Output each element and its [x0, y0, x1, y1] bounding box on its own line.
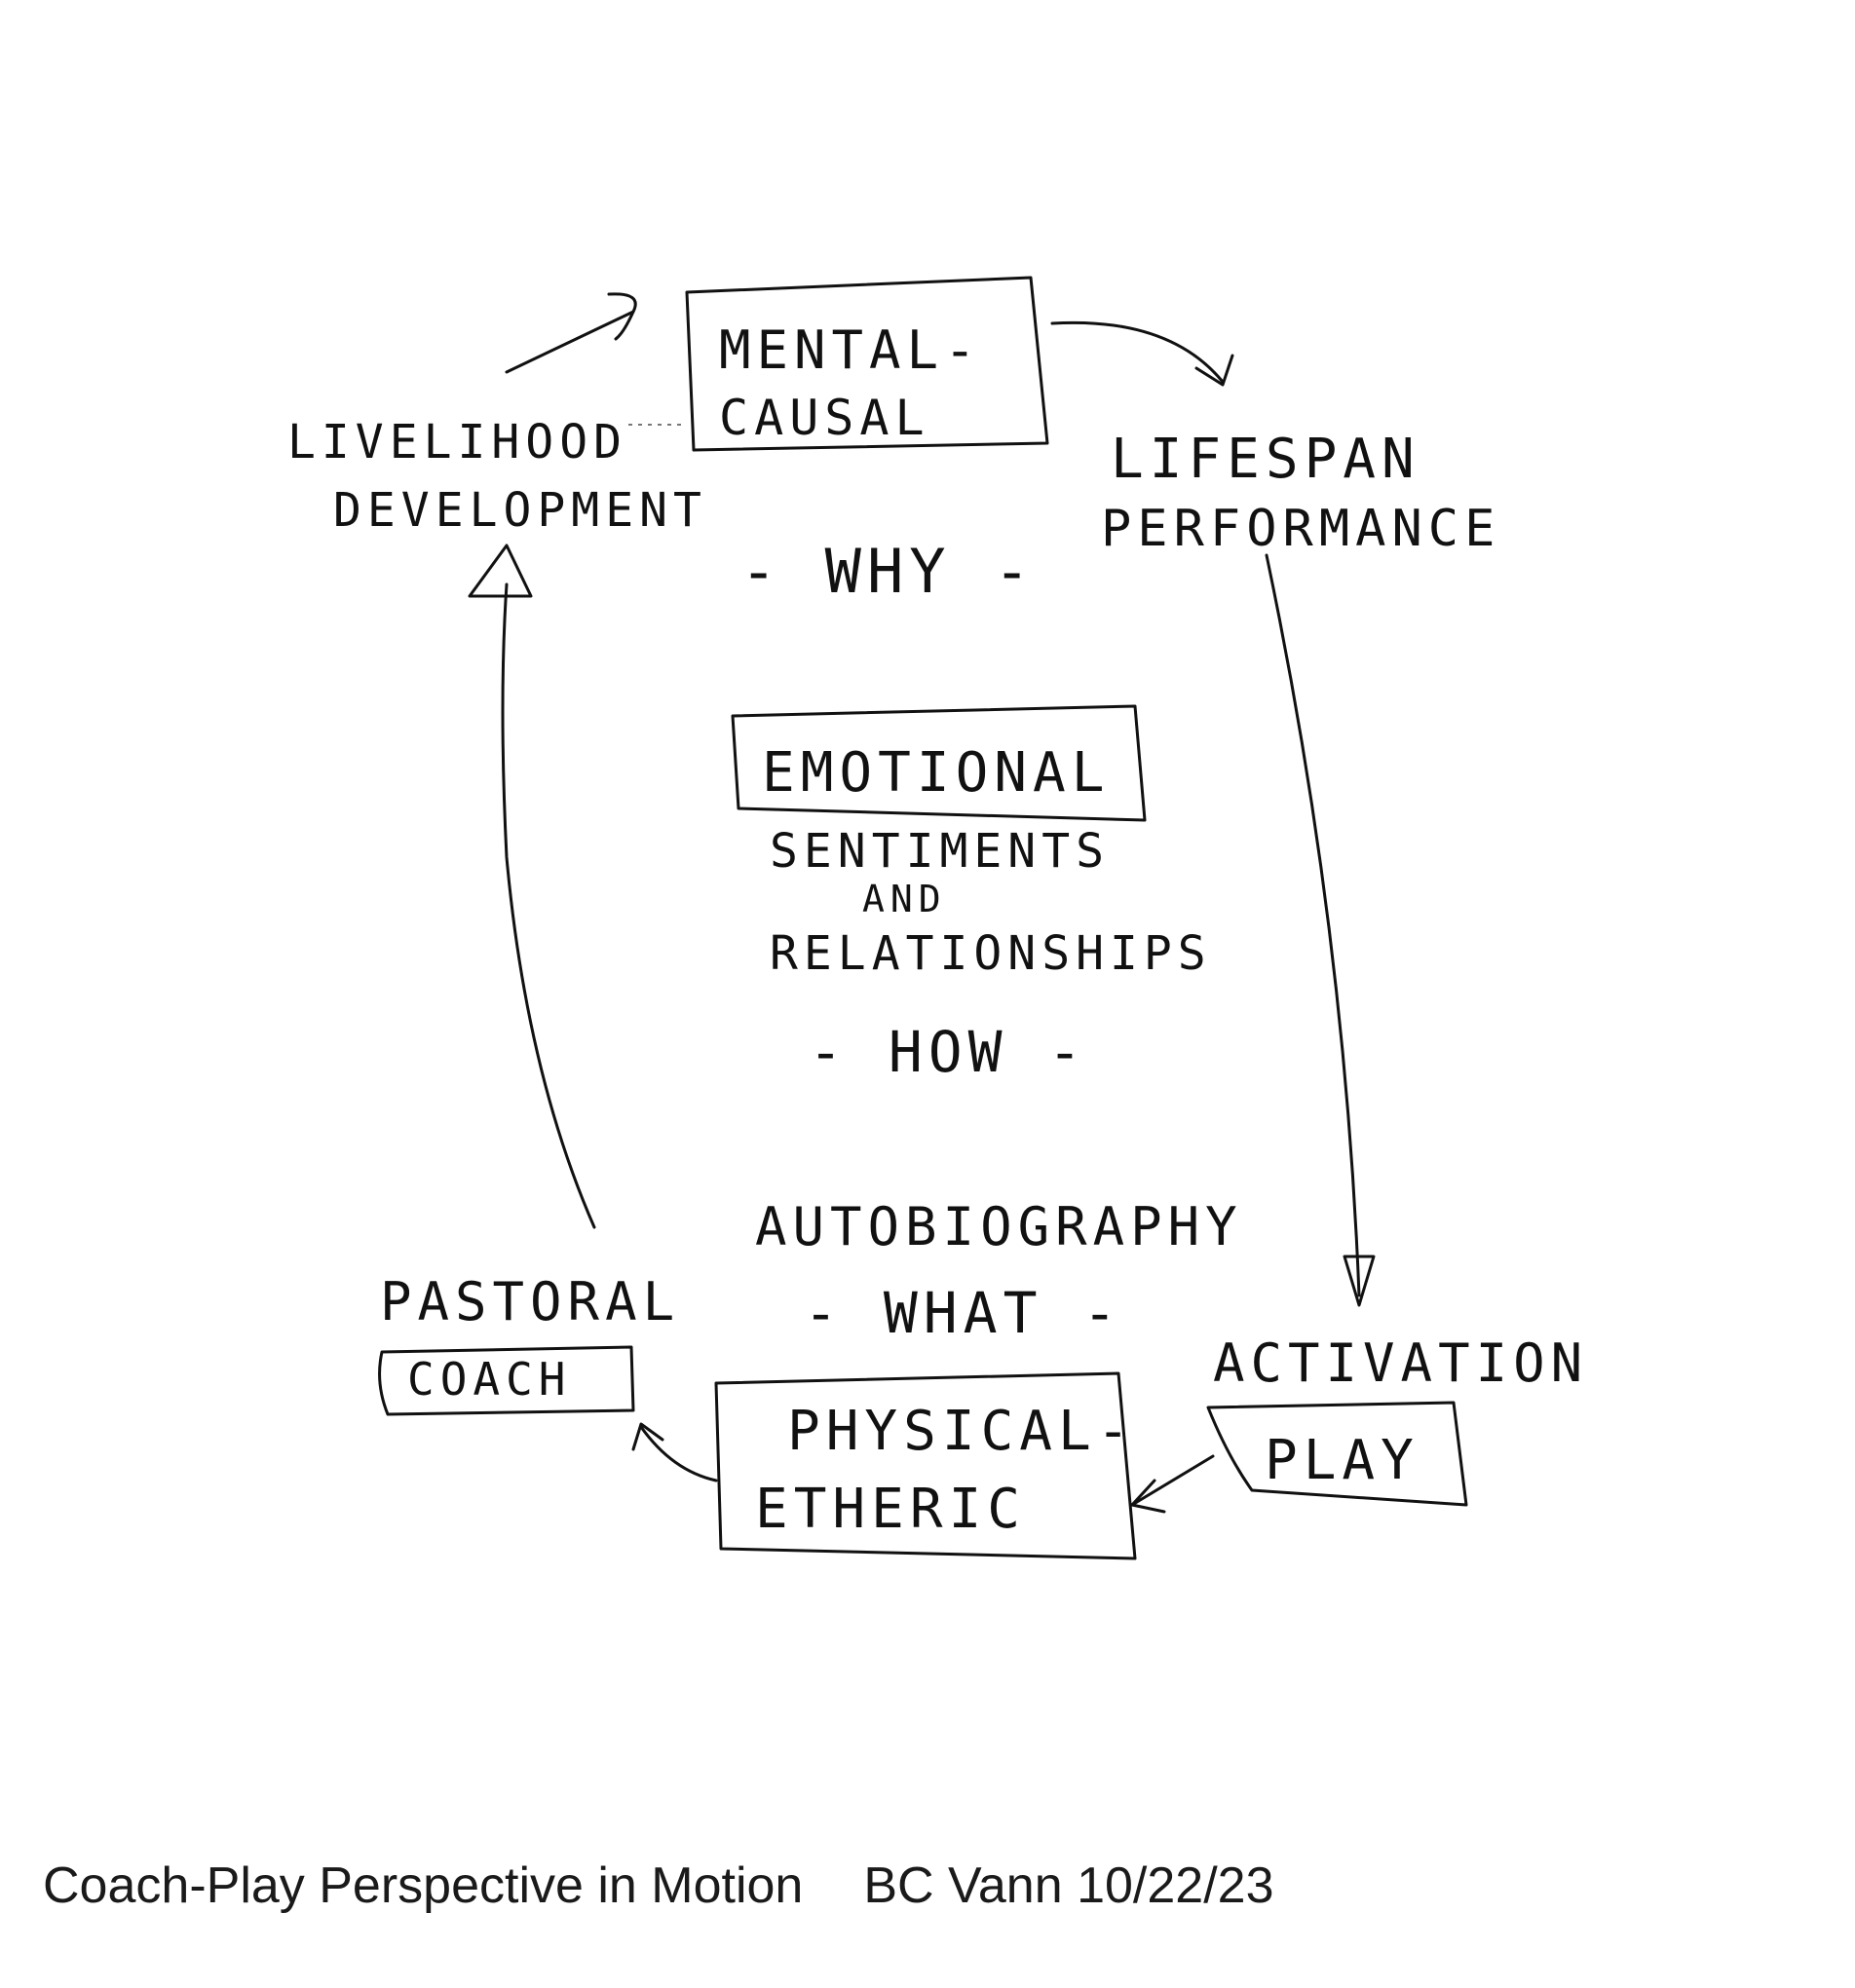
arrow-lifespan-to-activation-head — [1343, 1255, 1376, 1307]
how-label: - HOW - — [809, 1019, 1087, 1085]
activation-label: ACTIVATION — [1213, 1332, 1588, 1394]
sentiments-label-line1: SENTIMENTS — [770, 824, 1110, 879]
coach-label: COACH — [407, 1353, 571, 1406]
lifespan-performance-label-line1: LIFESPAN — [1111, 428, 1420, 491]
arrow-mental-to-lifespan — [1050, 320, 1225, 384]
arrow-mental-to-lifespan-head — [1194, 354, 1234, 387]
mental-causal-label-line1: MENTAL- — [719, 319, 982, 381]
autobiography-label: AUTOBIOGRAPHY — [755, 1196, 1243, 1257]
pastoral-label: PASTORAL — [380, 1271, 680, 1332]
why-label: - WHY - — [740, 536, 1036, 607]
arrow-play-to-physical — [1130, 1454, 1215, 1507]
arrow-play-to-physical-head — [1130, 1479, 1166, 1514]
arrow-coach-to-livelihood-head — [468, 544, 533, 598]
arrow-physical-to-coach — [639, 1425, 718, 1482]
play-label: PLAY — [1265, 1429, 1420, 1492]
arrow-physical-to-coach-head — [631, 1422, 664, 1451]
livelihood-development-label-line2: DEVELOPMENT — [333, 483, 707, 538]
mental-causal-box — [685, 276, 1049, 452]
caption: Coach-Play Perspective in Motion BC Vann … — [43, 1857, 1274, 1915]
arrow-livelihood-to-mental-head — [607, 292, 637, 341]
sentiments-label-line3: RELATIONSHIPS — [770, 926, 1212, 981]
emotional-label: EMOTIONAL — [762, 741, 1110, 805]
coach-box — [378, 1345, 635, 1416]
mental-causal-label-line2: CAUSAL — [719, 390, 930, 446]
arrow-coach-to-livelihood — [501, 582, 596, 1229]
caption-author-date: BC Vann 10/22/23 — [863, 1857, 1274, 1914]
lifespan-performance-label-line2: PERFORMANCE — [1101, 500, 1500, 558]
sentiments-label-line2: AND — [862, 878, 947, 920]
arrow-lifespan-to-activation — [1265, 553, 1361, 1297]
emotional-box — [731, 704, 1147, 822]
physical-etheric-box — [714, 1371, 1137, 1560]
physical-etheric-label-line1: PHYSICAL- — [787, 1400, 1135, 1463]
arrow-livelihood-to-mental — [505, 310, 635, 374]
livelihood-development-label-line1: LIVELIHOOD — [287, 415, 627, 469]
play-box — [1206, 1401, 1468, 1507]
caption-title: Coach-Play Perspective in Motion — [43, 1857, 804, 1914]
physical-etheric-label-line2: ETHERIC — [755, 1478, 1026, 1541]
what-label: - WHAT - — [804, 1280, 1122, 1346]
